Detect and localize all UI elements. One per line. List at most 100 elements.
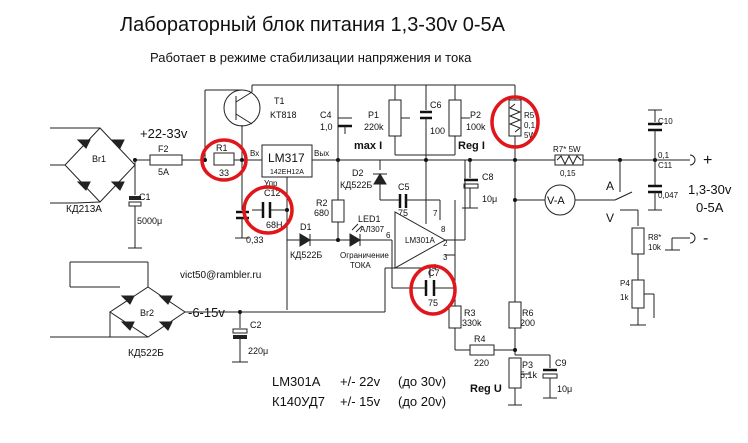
- capacitors-c10-c11: C10 0,1 C11 0,047: [648, 109, 679, 211]
- pot-p2: P2 100k Reg I: [395, 84, 515, 156]
- capacitor-c9: C9 10μ: [542, 355, 572, 399]
- switch-v-label: V: [606, 211, 614, 225]
- c11-value: 0,047: [658, 191, 679, 200]
- led1-label: LED1: [358, 214, 381, 224]
- d2-label: D2: [352, 168, 364, 178]
- opamp-lm301a: LM301A 6 7 8 2 3 4: [385, 160, 466, 330]
- out-minus: -: [703, 230, 708, 247]
- capacitor-c4: C4 1,0: [320, 110, 352, 134]
- c4-label: C4: [320, 110, 332, 120]
- meter-label: V-A: [547, 195, 565, 207]
- pot-p3: P3 5,1k Reg U: [470, 354, 550, 406]
- negative-rail: -6-15v C2 220μ: [185, 268, 386, 363]
- note-ic-1: LM301A: [272, 374, 321, 389]
- shunt-r5: R5* 0,1 5W: [508, 85, 537, 160]
- capacitor-c7: C7 75: [391, 240, 455, 308]
- opamp-notes: LM301A +/- 22v (до 30v) К140УД7 +/- 15v …: [272, 374, 446, 409]
- highlight-circles: [200, 95, 540, 316]
- p4-label: P4: [620, 279, 630, 288]
- resistor-r6: R6 200: [508, 301, 535, 355]
- r8-label: R8*: [648, 233, 661, 242]
- r2-label: R2: [316, 198, 328, 208]
- reg-i-label: Reg I: [458, 140, 485, 152]
- schematic-title: Лабораторный блок питания 1,3-30v 0-5A: [120, 14, 506, 36]
- d1-label: D1: [300, 222, 312, 232]
- in-pos-label: +22-33v: [140, 126, 188, 141]
- c2-label: C2: [250, 320, 262, 330]
- r6-label: R6: [522, 308, 534, 318]
- c5-label: C5: [398, 182, 410, 192]
- bridge-br2: Br2 КД522Б: [109, 261, 186, 359]
- reg-u-label: Reg U: [470, 383, 502, 395]
- note-max-1: (до 30v): [398, 374, 446, 389]
- current-limit-label1: Ограничение: [340, 251, 389, 260]
- pin-2: 2: [443, 239, 448, 248]
- lm317-label: LM317: [268, 151, 305, 165]
- r1-value: 33: [219, 168, 229, 178]
- pot-p1: P1 220k max I: [354, 85, 410, 155]
- out-plus: +: [703, 152, 712, 169]
- resistor-r3: R3 330k: [448, 305, 482, 351]
- r5-value1: 0,1: [524, 121, 536, 130]
- f2-value: 5A: [158, 167, 169, 177]
- led1-part: АЛ307: [360, 225, 385, 234]
- opamp-label: LM301A: [405, 236, 435, 245]
- r4-label: R4: [474, 334, 486, 344]
- c7-label: C7: [428, 268, 440, 278]
- schematic-subtitle: Работает в режиме стабилизации напряжени…: [150, 50, 472, 65]
- r1-resistor: R1 33: [203, 89, 262, 178]
- c1-value: 5000μ: [137, 216, 162, 226]
- p1-value: 220k: [364, 122, 384, 132]
- diode-d2: D2 КД522Б C5 75: [340, 160, 441, 220]
- out-voltage-label: 1,3-30v: [688, 182, 732, 197]
- resistor-r2: R2 680: [314, 160, 345, 240]
- p2-label: P2: [470, 110, 481, 120]
- note-max-2: (до 20v): [398, 394, 446, 409]
- meter-switch: V-A A V: [513, 160, 639, 310]
- c8-label: C8: [482, 172, 494, 182]
- pin-8: 8: [441, 225, 446, 234]
- c10-value: 0,1: [658, 151, 670, 160]
- c8-value: 10μ: [482, 194, 497, 204]
- c1-label: C1: [139, 192, 151, 202]
- c5-value: 75: [398, 208, 408, 218]
- br1-part: КД213А: [66, 204, 102, 215]
- c10-label: C10: [658, 117, 673, 126]
- bridge-br1: Br1 КД213А: [50, 127, 136, 215]
- input-wires: [50, 127, 120, 338]
- t1-label: T1: [274, 96, 285, 106]
- r7-value: 0,15: [560, 169, 576, 178]
- br1-label: Br1: [92, 154, 106, 164]
- c9-value: 10μ: [557, 384, 572, 394]
- r5-label: R5*: [524, 111, 537, 120]
- current-limit-label2: ТОКА: [350, 261, 371, 270]
- output-line: R7* 5W 0,15 + 1,3-30v 0-5A: [338, 145, 732, 215]
- c11-label: C11: [658, 161, 673, 170]
- note-ic-2: К140УД7: [272, 394, 325, 409]
- r3-label: R3: [464, 308, 476, 318]
- max-i-label: max I: [354, 140, 382, 152]
- capacitors-c12: 0,33 C12 68H: [235, 160, 289, 245]
- c7-value: 75: [428, 298, 438, 308]
- d2-part: КД522Б: [340, 180, 372, 190]
- r5-value2: 5W: [524, 131, 536, 140]
- resistor-r4: R4 220: [469, 334, 515, 368]
- lm317-alt: 142ЕН12А: [270, 169, 304, 176]
- note-supply-1: +/- 22v: [340, 374, 381, 389]
- c12-label: C12: [264, 188, 281, 198]
- c12-value: 68H: [266, 220, 283, 230]
- c9-label: C9: [555, 358, 567, 368]
- lm317-vx: Вх: [250, 149, 259, 158]
- c2-value: 220μ: [248, 346, 268, 356]
- r4-value: 220: [474, 358, 489, 368]
- capacitor-c8: C8 10μ: [462, 160, 497, 209]
- r3-value: 330k: [462, 318, 482, 328]
- lm317-upr: Упр: [264, 179, 278, 188]
- c033-label: 0,33: [246, 235, 264, 245]
- c6-value: 100: [430, 126, 445, 136]
- p2-value: 100k: [466, 122, 486, 132]
- diode-d1: D1 КД522Б: [287, 222, 350, 260]
- d1-part: КД522Б: [290, 250, 322, 260]
- out-current-label: 0-5A: [696, 200, 724, 215]
- r7-label: R7* 5W: [553, 145, 581, 154]
